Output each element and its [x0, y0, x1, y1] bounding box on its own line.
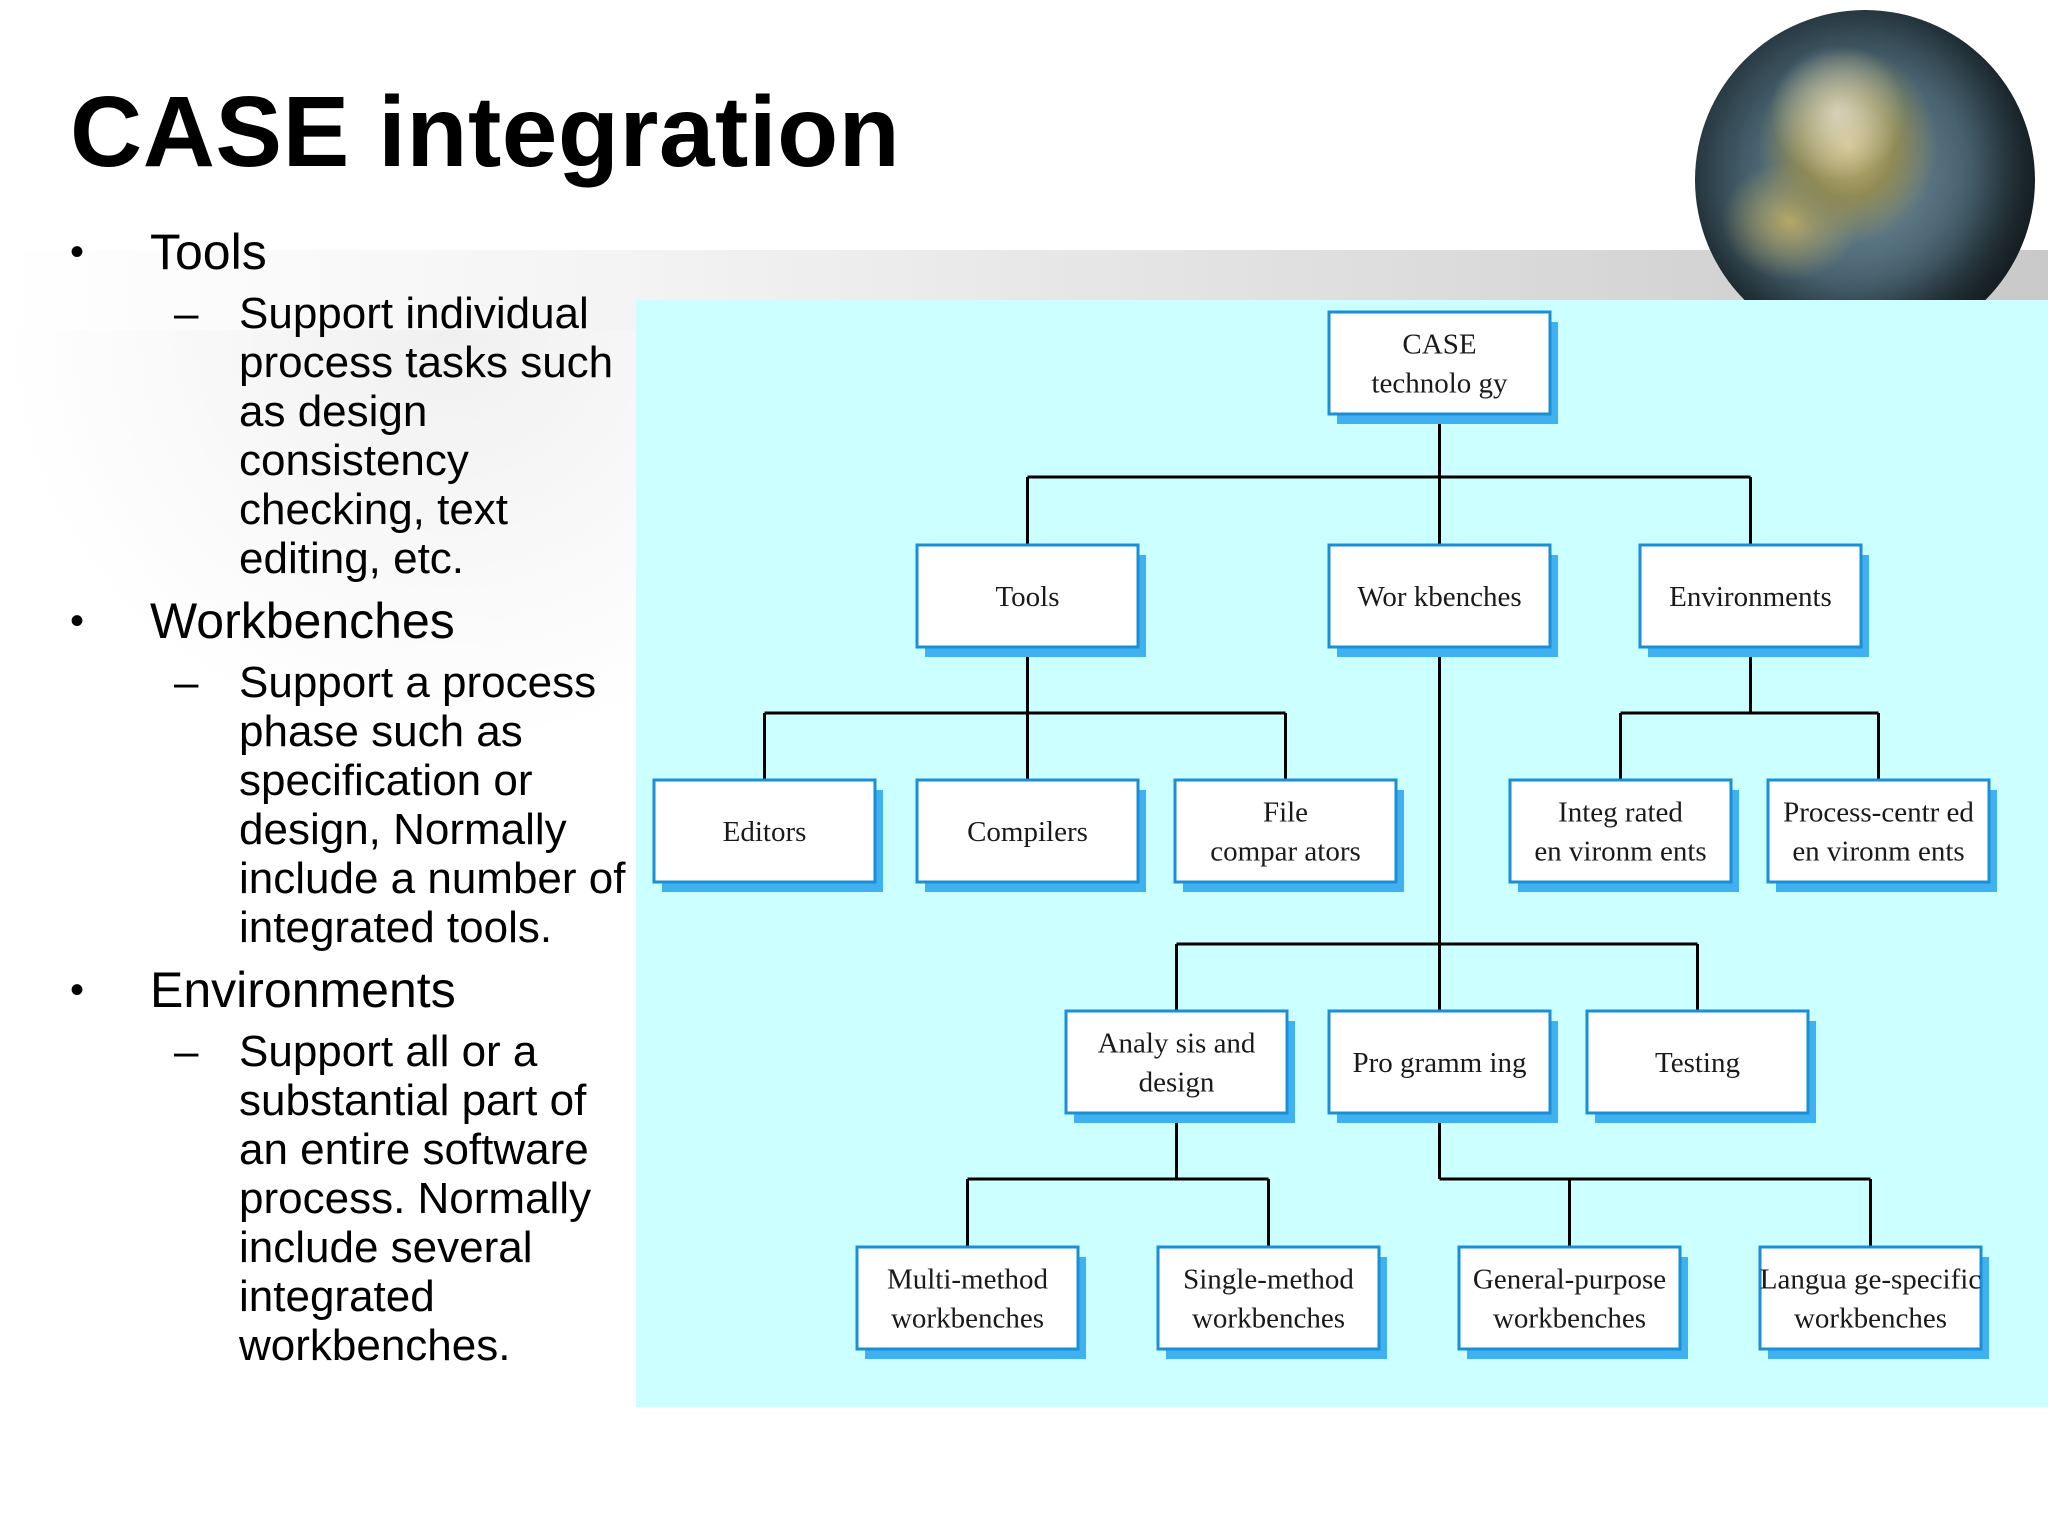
node-box-editors — [652, 778, 877, 884]
node-label-environments: Environments — [1669, 581, 1832, 613]
node-box-testing — [1585, 1009, 1810, 1115]
node-box-root — [1327, 310, 1552, 416]
node-box-single-method — [1156, 1245, 1381, 1351]
node-label-language-specific: workbenches — [1794, 1303, 1947, 1335]
node-box-integrated-environments — [1508, 778, 1733, 884]
sub-bullet-marker: – — [174, 289, 199, 338]
node-box-workbenches — [1327, 543, 1552, 649]
node-box-environments — [1638, 543, 1863, 649]
node-box-compilers — [915, 778, 1140, 884]
bullet-marker: • — [70, 230, 85, 274]
node-box-tools — [915, 543, 1140, 649]
node-label-language-specific: Langua ge-specific — [1760, 1264, 1981, 1296]
node-label-file-comparators: File — [1263, 797, 1308, 829]
node-label-multi-method: Multi-method — [887, 1264, 1049, 1296]
node-box-file-comparators — [1173, 778, 1398, 884]
node-label-analysis-design: design — [1139, 1067, 1215, 1099]
node-label-tools: Tools — [995, 581, 1059, 613]
bullet-tools: • Tools — [70, 227, 640, 277]
background-shading — [0, 330, 640, 750]
node-box-general-purpose — [1457, 1245, 1682, 1351]
slide-title: CASE integration — [70, 76, 901, 188]
node-label-single-method: workbenches — [1192, 1303, 1345, 1335]
bullet-environments: • Environments — [70, 965, 640, 1015]
sub-bullet-workbenches: – Support a process phase such as specif… — [70, 658, 640, 952]
bullet-label: Workbenches — [150, 593, 455, 649]
node-label-workbenches: Wor kbenches — [1357, 581, 1521, 613]
node-label-process-centred-environments: en vironm ents — [1792, 836, 1964, 868]
node-label-compilers: Compilers — [967, 816, 1088, 848]
bullet-marker: • — [70, 968, 85, 1012]
bullet-label: Tools — [150, 224, 267, 280]
node-label-analysis-design: Analy sis and — [1098, 1028, 1256, 1060]
node-box-analysis-design — [1064, 1009, 1289, 1115]
node-box-process-centred-environments — [1766, 778, 1991, 884]
node-box-language-specific — [1758, 1245, 1983, 1351]
sub-bullet-marker: – — [174, 658, 199, 707]
sub-bullet-text: Support a process phase such as specific… — [239, 658, 626, 952]
node-label-editors: Editors — [723, 816, 807, 848]
node-label-root: technolo gy — [1371, 368, 1508, 400]
node-box-programming — [1327, 1009, 1552, 1115]
node-label-integrated-environments: Integ rated — [1558, 797, 1683, 829]
sub-bullet-text: Support individual process tasks such as… — [239, 289, 614, 583]
node-label-process-centred-environments: Process-centr ed — [1783, 797, 1974, 829]
node-label-multi-method: workbenches — [891, 1303, 1044, 1335]
globe-image — [1695, 10, 2035, 350]
node-label-integrated-environments: en vironm ents — [1534, 836, 1706, 868]
bullet-workbenches: • Workbenches — [70, 596, 640, 646]
node-label-general-purpose: General-purpose — [1473, 1264, 1666, 1296]
bullet-marker: • — [70, 599, 85, 643]
node-label-general-purpose: workbenches — [1493, 1303, 1646, 1335]
sub-bullet-environments: – Support all or a substantial part of a… — [70, 1027, 640, 1370]
node-label-single-method: Single-method — [1183, 1264, 1354, 1296]
node-label-file-comparators: compar ators — [1210, 836, 1361, 868]
sub-bullet-text: Support all or a substantial part of an … — [239, 1027, 592, 1370]
bullet-label: Environments — [150, 962, 456, 1018]
sub-bullet-marker: – — [174, 1027, 199, 1076]
node-box-multi-method — [855, 1245, 1080, 1351]
node-label-root: CASE — [1402, 329, 1476, 361]
node-label-programming: Pro gramm ing — [1353, 1047, 1527, 1079]
node-label-testing: Testing — [1655, 1047, 1740, 1079]
sub-bullet-tools: – Support individual process tasks such … — [70, 289, 640, 583]
bullet-list: • Tools – Support individual process tas… — [70, 227, 640, 1384]
